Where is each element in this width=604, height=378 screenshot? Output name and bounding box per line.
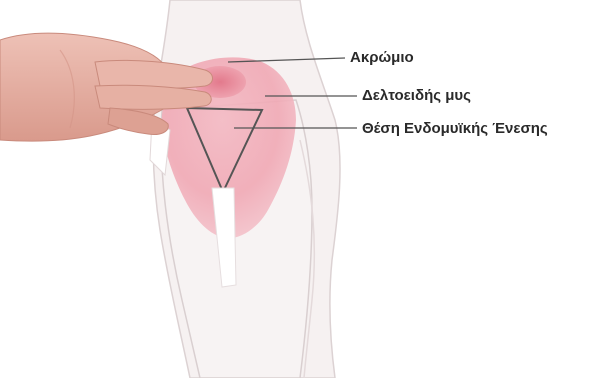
deltoid-muscle-label: Δελτοειδής μυς (362, 87, 471, 105)
acromion-label: Ακρώμιο (350, 49, 414, 67)
injection-site-label: Θέση Ενδομυϊκής Ένεσης (362, 120, 548, 138)
